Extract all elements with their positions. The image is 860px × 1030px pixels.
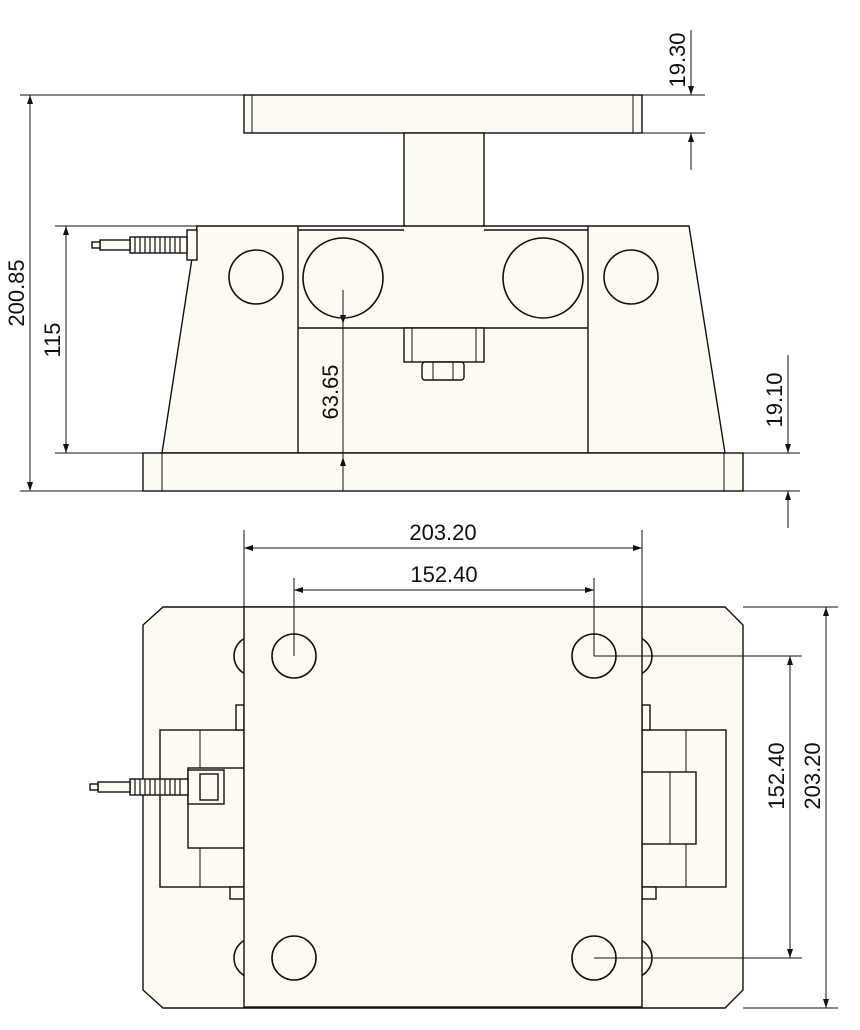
dim-overall-height: 200.85	[4, 259, 29, 326]
dim-hole-spacing-y: 152.40	[764, 742, 789, 809]
side-large-hole-right	[502, 237, 584, 319]
base-plate	[142, 452, 744, 492]
top-plate-top	[243, 606, 643, 1008]
dim-plate-depth: 203.20	[800, 742, 825, 809]
dim-plate-width: 203.20	[409, 520, 476, 545]
dim-bottom-plate-thickness: 19.10	[762, 372, 787, 427]
bolt-nut	[421, 361, 465, 381]
dim-base-height: 115	[40, 322, 65, 357]
dim-top-plate-thickness: 19.30	[665, 32, 690, 87]
top-view: 203.20 152.40 152.40 203.20	[89, 520, 838, 1009]
column-foot	[403, 327, 485, 363]
side-small-hole-right	[603, 249, 659, 305]
dim-hole-spacing-x: 152.40	[410, 562, 477, 587]
cable-connector-side	[91, 229, 198, 261]
dim-pin-height: 63.65	[318, 364, 343, 419]
top-hole-3	[271, 935, 317, 981]
top-plate	[243, 94, 643, 134]
side-small-hole-left	[228, 249, 284, 305]
side-view: 200.85 115 63.65 19.30 19.10	[4, 30, 800, 528]
cable-connector-top	[89, 769, 225, 805]
